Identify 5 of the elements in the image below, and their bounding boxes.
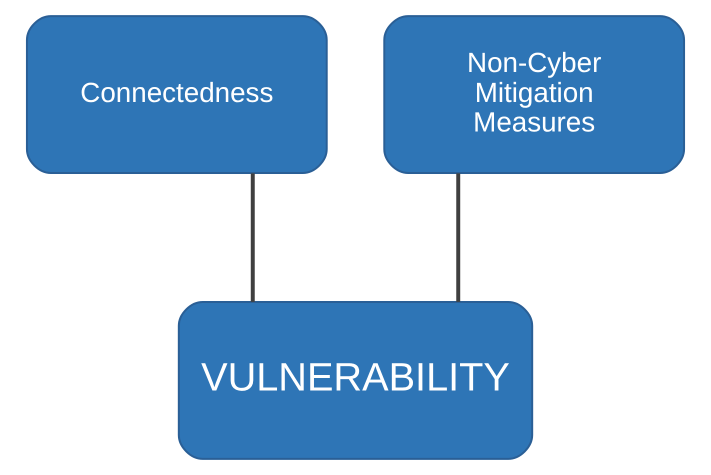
connector (250, 173, 255, 302)
node-box: VULNERABILITY (178, 301, 534, 460)
node-box: Non-Cyber Mitigation Measures (383, 15, 686, 174)
connector (456, 173, 460, 302)
node-box: Connectedness (26, 15, 328, 174)
